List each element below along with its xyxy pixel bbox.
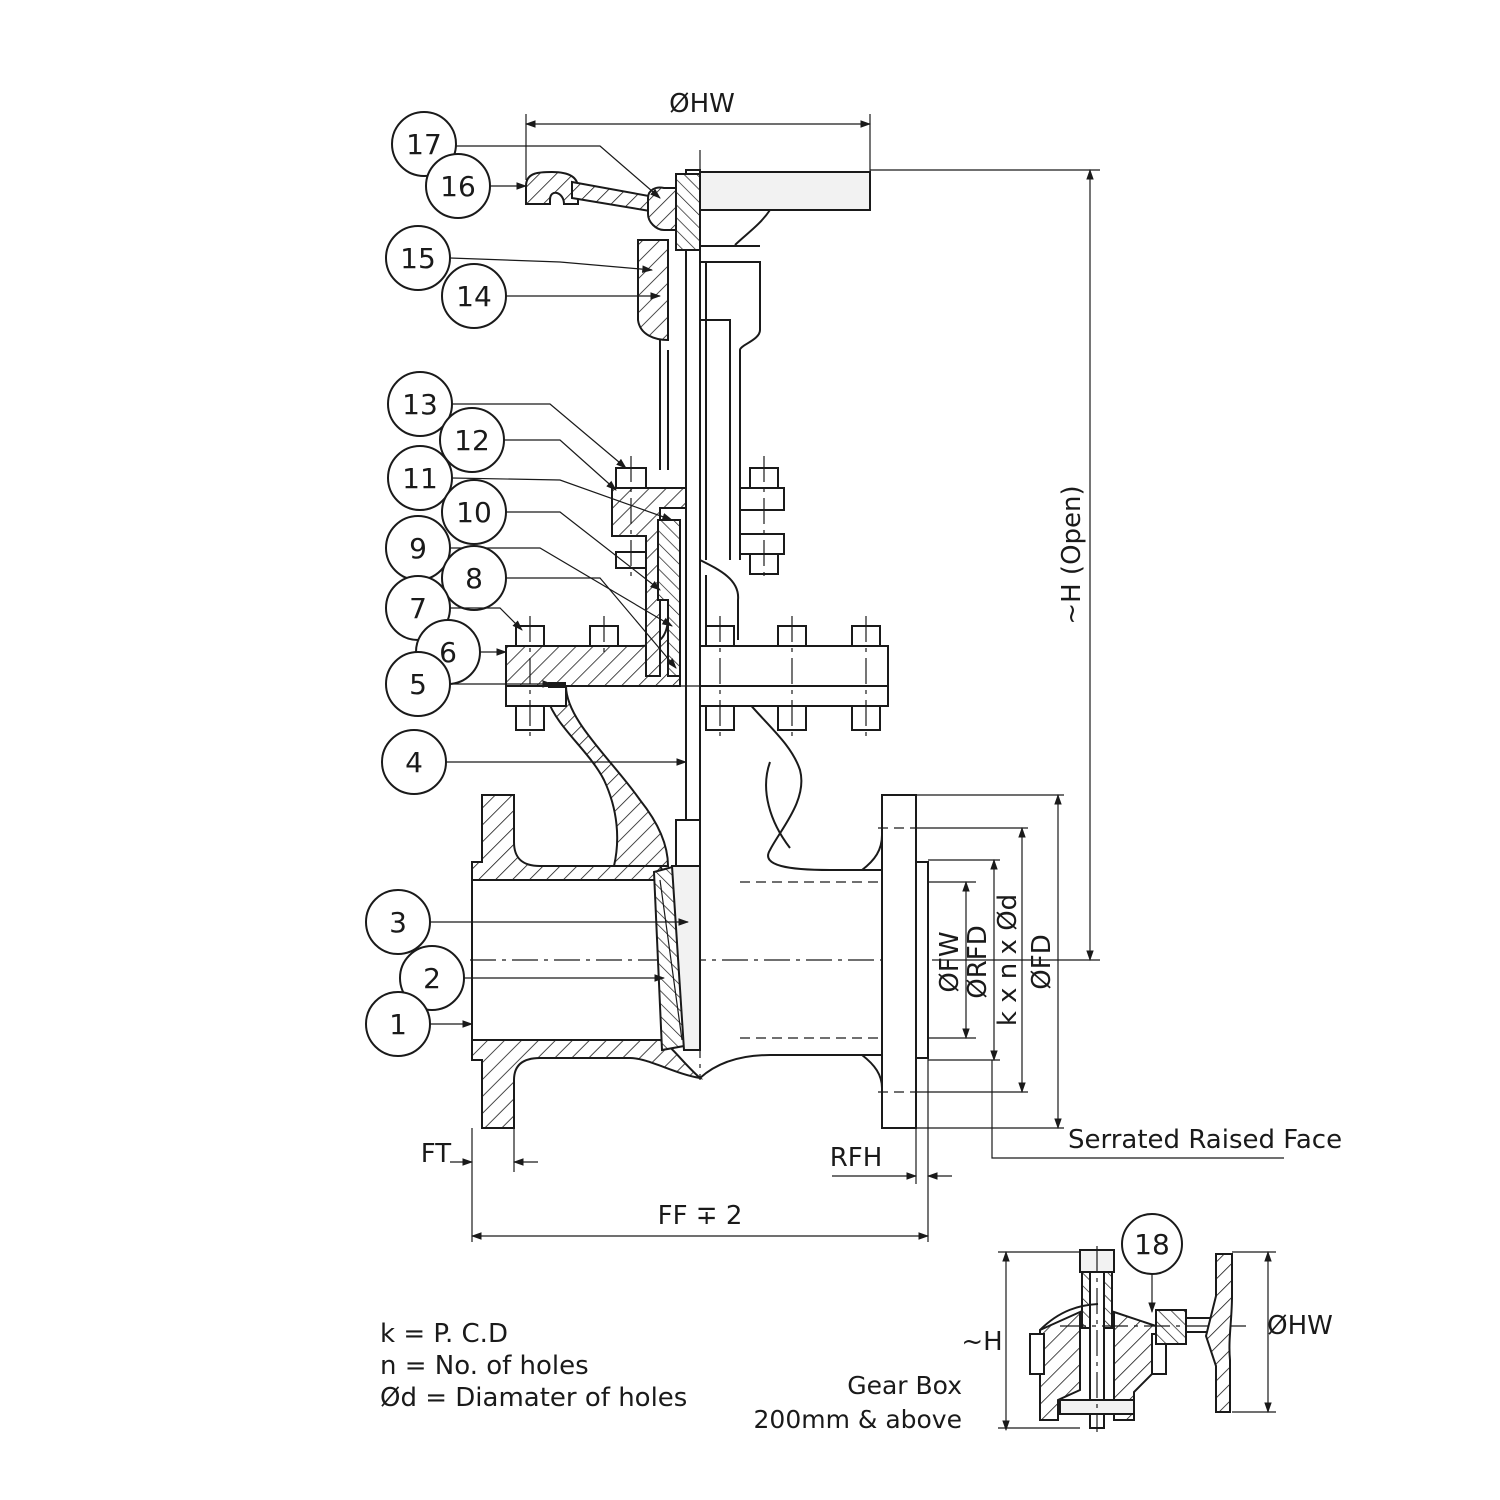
body-neck-left (547, 685, 670, 867)
legend-hole-dia: Ød = Diamater of holes (380, 1383, 688, 1413)
balloon-5: 5 (385, 651, 451, 717)
svg-text:16: 16 (440, 170, 476, 203)
svg-text:3: 3 (389, 906, 407, 939)
balloon-4: 4 (381, 729, 447, 795)
valve-body (470, 150, 940, 1129)
balloon-11: 11 (387, 445, 453, 511)
svg-text:2: 2 (423, 962, 441, 995)
svg-text:1: 1 (389, 1008, 407, 1041)
balloon-14: 14 (441, 263, 507, 329)
bonnet-flange-right (699, 645, 889, 687)
balloon-1: 1 (365, 991, 431, 1057)
svg-text:10: 10 (456, 496, 492, 529)
svg-text:15: 15 (400, 242, 436, 275)
svg-text:8: 8 (465, 562, 483, 595)
gearbox-caption-line1: Gear Box (847, 1371, 962, 1400)
svg-text:9: 9 (409, 532, 427, 565)
balloon-18: 18 (1121, 1213, 1183, 1275)
bonnet-bolts (515, 616, 881, 740)
packing (657, 519, 681, 677)
svg-text:6: 6 (439, 636, 457, 669)
legend-holes: n = No. of holes (380, 1351, 589, 1381)
right-flange (881, 794, 917, 1129)
dim-height-open: ~H (Open) (1057, 485, 1087, 624)
balloon-12: 12 (439, 407, 505, 473)
stem (685, 169, 701, 831)
dim-face-to-face: FF ∓ 2 (658, 1201, 743, 1231)
svg-text:4: 4 (405, 746, 423, 779)
handwheel-right (699, 171, 871, 211)
svg-text:18: 18 (1134, 1228, 1170, 1261)
raised-face (915, 861, 929, 1059)
balloon-8: 8 (441, 545, 507, 611)
dim-bolt-holes: k x n x Ød (993, 894, 1023, 1026)
svg-text:11: 11 (402, 462, 438, 495)
dim-raised-face-height: RFH (830, 1143, 883, 1173)
dim-serrated-face: Serrated Raised Face (1068, 1125, 1342, 1155)
svg-text:17: 17 (406, 128, 442, 161)
gasket (548, 682, 566, 688)
legend: k = P. C.D n = No. of holes Ød = Diamate… (380, 1318, 700, 1414)
dim-flange-thickness: FT (421, 1139, 451, 1169)
svg-text:7: 7 (409, 592, 427, 625)
part-balloons: 17 16 15 14 13 12 11 10 9 8 7 6 5 4 3 2 … (365, 111, 690, 1057)
balloon-9: 9 (385, 515, 451, 581)
svg-text:14: 14 (456, 280, 492, 313)
dimensions: ØHW ~H (Open) ØFW ØRFD k x n x Ød ØFD Se… (421, 89, 1342, 1242)
dim-gearbox-handwheel-dia: ØHW (1267, 1311, 1333, 1341)
legend-pcd: k = P. C.D (380, 1319, 508, 1349)
handwheel-rim-section (525, 170, 579, 205)
balloon-15: 15 (385, 225, 451, 291)
dim-flange-dia: ØFD (1027, 934, 1057, 989)
balloon-13: 13 (387, 371, 453, 437)
balloon-3: 3 (365, 889, 431, 955)
svg-text:13: 13 (402, 388, 438, 421)
svg-text:12: 12 (454, 424, 490, 457)
balloon-2: 2 (399, 945, 465, 1011)
gearbox-detail: ~H ØHW 18 Gear Box 200mm & above (754, 1213, 1333, 1434)
dim-flange-width: ØFW (935, 931, 965, 992)
balloon-10: 10 (441, 479, 507, 545)
yoke-nut (637, 239, 669, 342)
dim-handwheel-dia: ØHW (669, 89, 735, 119)
dim-raised-face-dia: ØRFD (963, 925, 993, 999)
dim-gearbox-height: ~H (961, 1327, 1002, 1357)
stem-top (675, 173, 701, 251)
gearbox-caption-line2: 200mm & above (754, 1405, 962, 1434)
balloon-16: 16 (425, 153, 491, 219)
left-flange-lower (471, 1039, 704, 1129)
svg-text:5: 5 (409, 668, 427, 701)
stem-head (675, 819, 701, 867)
handwheel-nut (647, 186, 677, 231)
